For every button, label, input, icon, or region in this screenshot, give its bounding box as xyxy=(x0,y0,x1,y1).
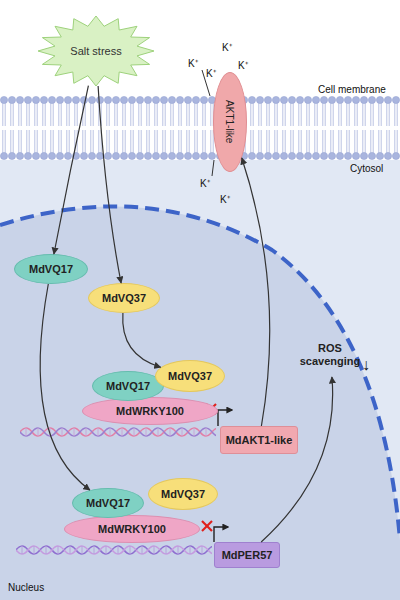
text-label: K⁺ xyxy=(238,58,248,72)
node-text: MdPER57 xyxy=(222,549,273,562)
text-label: K⁺ xyxy=(188,56,198,70)
transcription-start xyxy=(218,410,232,426)
gene-box: MdPER57 xyxy=(214,542,280,568)
node-text: Salt stress xyxy=(70,45,121,58)
arrow-connector xyxy=(242,158,270,426)
arrow-connector xyxy=(40,284,90,490)
text-label: Cytosol xyxy=(350,163,383,174)
text-label: Cell membrane xyxy=(318,84,386,95)
node-text: MdVQ37 xyxy=(168,370,212,383)
protein-ellipse: MdWRKY100 xyxy=(82,397,218,425)
node-text: MdWRKY100 xyxy=(116,405,184,418)
node-text: MdAKT1-like xyxy=(226,434,293,447)
protein-ellipse: AKT1-like xyxy=(213,72,247,172)
dna-strand xyxy=(20,424,216,440)
protein-ellipse: MdVQ17 xyxy=(72,488,144,518)
gene-box: MdAKT1-like xyxy=(220,426,298,454)
text-label: K⁺ xyxy=(200,176,210,190)
transcription-start xyxy=(214,527,228,542)
stress-burst: Salt stress xyxy=(38,16,154,86)
protein-ellipse: MdVQ17 xyxy=(14,254,88,284)
text-label: K⁺ xyxy=(206,66,216,80)
process-text: ROS scavenging xyxy=(292,333,368,377)
text-label: ↓ xyxy=(362,356,370,374)
arrow-connector xyxy=(98,86,121,283)
repression-mark xyxy=(202,521,212,531)
protein-ellipse: MdVQ17 xyxy=(92,371,164,401)
lipid-bilayer-outer xyxy=(0,96,400,128)
protein-ellipse: MdVQ37 xyxy=(148,478,218,510)
text-label: Nucleus xyxy=(8,582,44,593)
node-text: MdVQ37 xyxy=(161,488,205,501)
arrow-connector xyxy=(54,86,89,254)
dna-strand xyxy=(16,542,212,558)
node-text: MdVQ17 xyxy=(86,497,130,510)
cytosol-area xyxy=(0,160,400,600)
text-label: K⁺ xyxy=(222,40,232,54)
protein-ellipse: MdVQ37 xyxy=(155,360,225,392)
node-text: ROS scavenging xyxy=(292,342,368,367)
node-text: MdVQ17 xyxy=(29,263,73,276)
node-text: AKT1-like xyxy=(224,100,236,143)
text-label: K⁺ xyxy=(220,192,230,206)
arrow-connector xyxy=(123,313,161,367)
arrow-connector xyxy=(261,377,332,542)
protein-ellipse: MdWRKY100 xyxy=(64,515,200,543)
nucleus-area xyxy=(0,206,400,600)
node-text: MdWRKY100 xyxy=(98,523,166,536)
protein-ellipse: MdVQ37 xyxy=(88,283,160,313)
node-text: MdVQ37 xyxy=(102,292,146,305)
nuclear-envelope xyxy=(0,206,400,540)
node-text: MdVQ17 xyxy=(106,380,150,393)
lipid-bilayer-inner xyxy=(0,128,400,160)
